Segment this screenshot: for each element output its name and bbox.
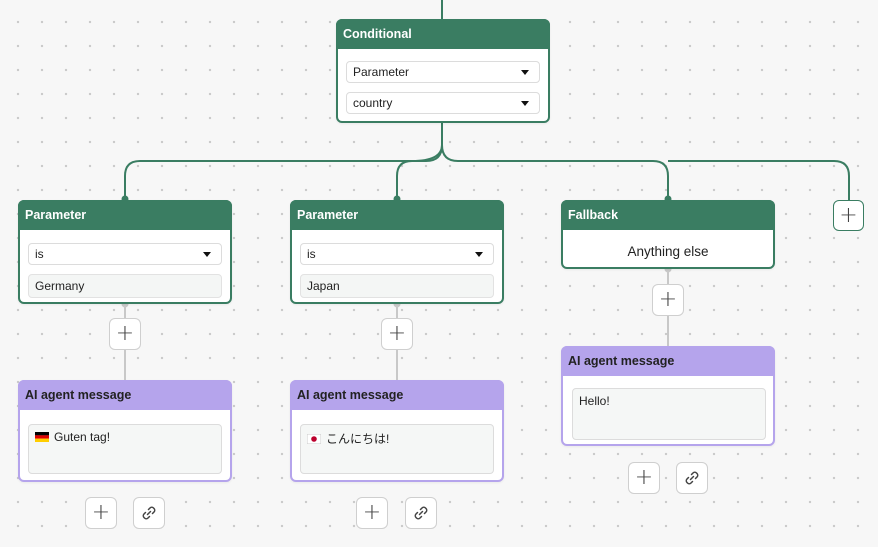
condition-type-value: Parameter xyxy=(353,65,410,79)
message-text-area[interactable]: Guten tag! xyxy=(28,424,222,474)
plus-icon: + xyxy=(839,202,858,228)
plus-icon: + xyxy=(634,465,654,490)
add-step-button[interactable]: + xyxy=(356,497,388,529)
conditional-node-title: Conditional xyxy=(336,19,550,49)
ai-message-title: AI agent message xyxy=(561,346,775,376)
link-icon xyxy=(414,506,428,520)
operator-select[interactable]: is xyxy=(28,243,222,265)
fallback-node[interactable]: Fallback Anything else xyxy=(561,200,775,269)
parameter-value-field[interactable]: Japan xyxy=(300,274,494,298)
branch-node-title: Parameter xyxy=(18,200,232,230)
add-step-button[interactable]: + xyxy=(381,318,413,350)
conditional-node[interactable]: Conditional Parameter country xyxy=(336,19,550,123)
link-button[interactable] xyxy=(133,497,165,529)
plus-icon: + xyxy=(387,321,407,346)
ai-message-node-japan[interactable]: AI agent message こんにちは! xyxy=(290,380,504,482)
fallback-node-title: Fallback xyxy=(561,200,775,230)
link-button[interactable] xyxy=(405,497,437,529)
chevron-down-icon xyxy=(475,252,483,257)
ai-message-node-fallback[interactable]: AI agent message Hello! xyxy=(561,346,775,446)
germany-flag-icon xyxy=(35,432,49,442)
add-step-button[interactable]: + xyxy=(652,284,684,316)
plus-icon: + xyxy=(658,287,678,312)
fallback-description: Anything else xyxy=(627,244,709,259)
ai-message-title: AI agent message xyxy=(18,380,232,410)
parameter-value-field[interactable]: Germany xyxy=(28,274,222,298)
ai-message-node-germany[interactable]: AI agent message Guten tag! xyxy=(18,380,232,482)
japan-flag-icon xyxy=(307,434,321,444)
add-branch-button[interactable]: + xyxy=(833,200,864,231)
add-step-button[interactable]: + xyxy=(85,497,117,529)
message-text: こんにちは! xyxy=(326,432,390,446)
branch-node-germany[interactable]: Parameter is Germany xyxy=(18,200,232,304)
ai-message-title: AI agent message xyxy=(290,380,504,410)
plus-icon: + xyxy=(362,500,382,525)
chevron-down-icon xyxy=(521,101,529,106)
condition-parameter-select[interactable]: country xyxy=(346,92,540,114)
branch-node-title: Parameter xyxy=(290,200,504,230)
message-text: Hello! xyxy=(579,394,610,408)
operator-value: is xyxy=(307,247,316,261)
operator-select[interactable]: is xyxy=(300,243,494,265)
plus-icon: + xyxy=(91,500,111,525)
message-text: Guten tag! xyxy=(54,430,111,444)
plus-icon: + xyxy=(115,321,135,346)
link-icon xyxy=(685,471,699,485)
chevron-down-icon xyxy=(203,252,211,257)
link-icon xyxy=(142,506,156,520)
condition-parameter-value: country xyxy=(353,96,393,110)
add-step-button[interactable]: + xyxy=(628,462,660,494)
message-text-area[interactable]: こんにちは! xyxy=(300,424,494,474)
add-step-button[interactable]: + xyxy=(109,318,141,350)
branch-node-japan[interactable]: Parameter is Japan xyxy=(290,200,504,304)
operator-value: is xyxy=(35,247,44,261)
message-text-area[interactable]: Hello! xyxy=(572,388,766,440)
condition-type-select[interactable]: Parameter xyxy=(346,61,540,83)
chevron-down-icon xyxy=(521,70,529,75)
link-button[interactable] xyxy=(676,462,708,494)
